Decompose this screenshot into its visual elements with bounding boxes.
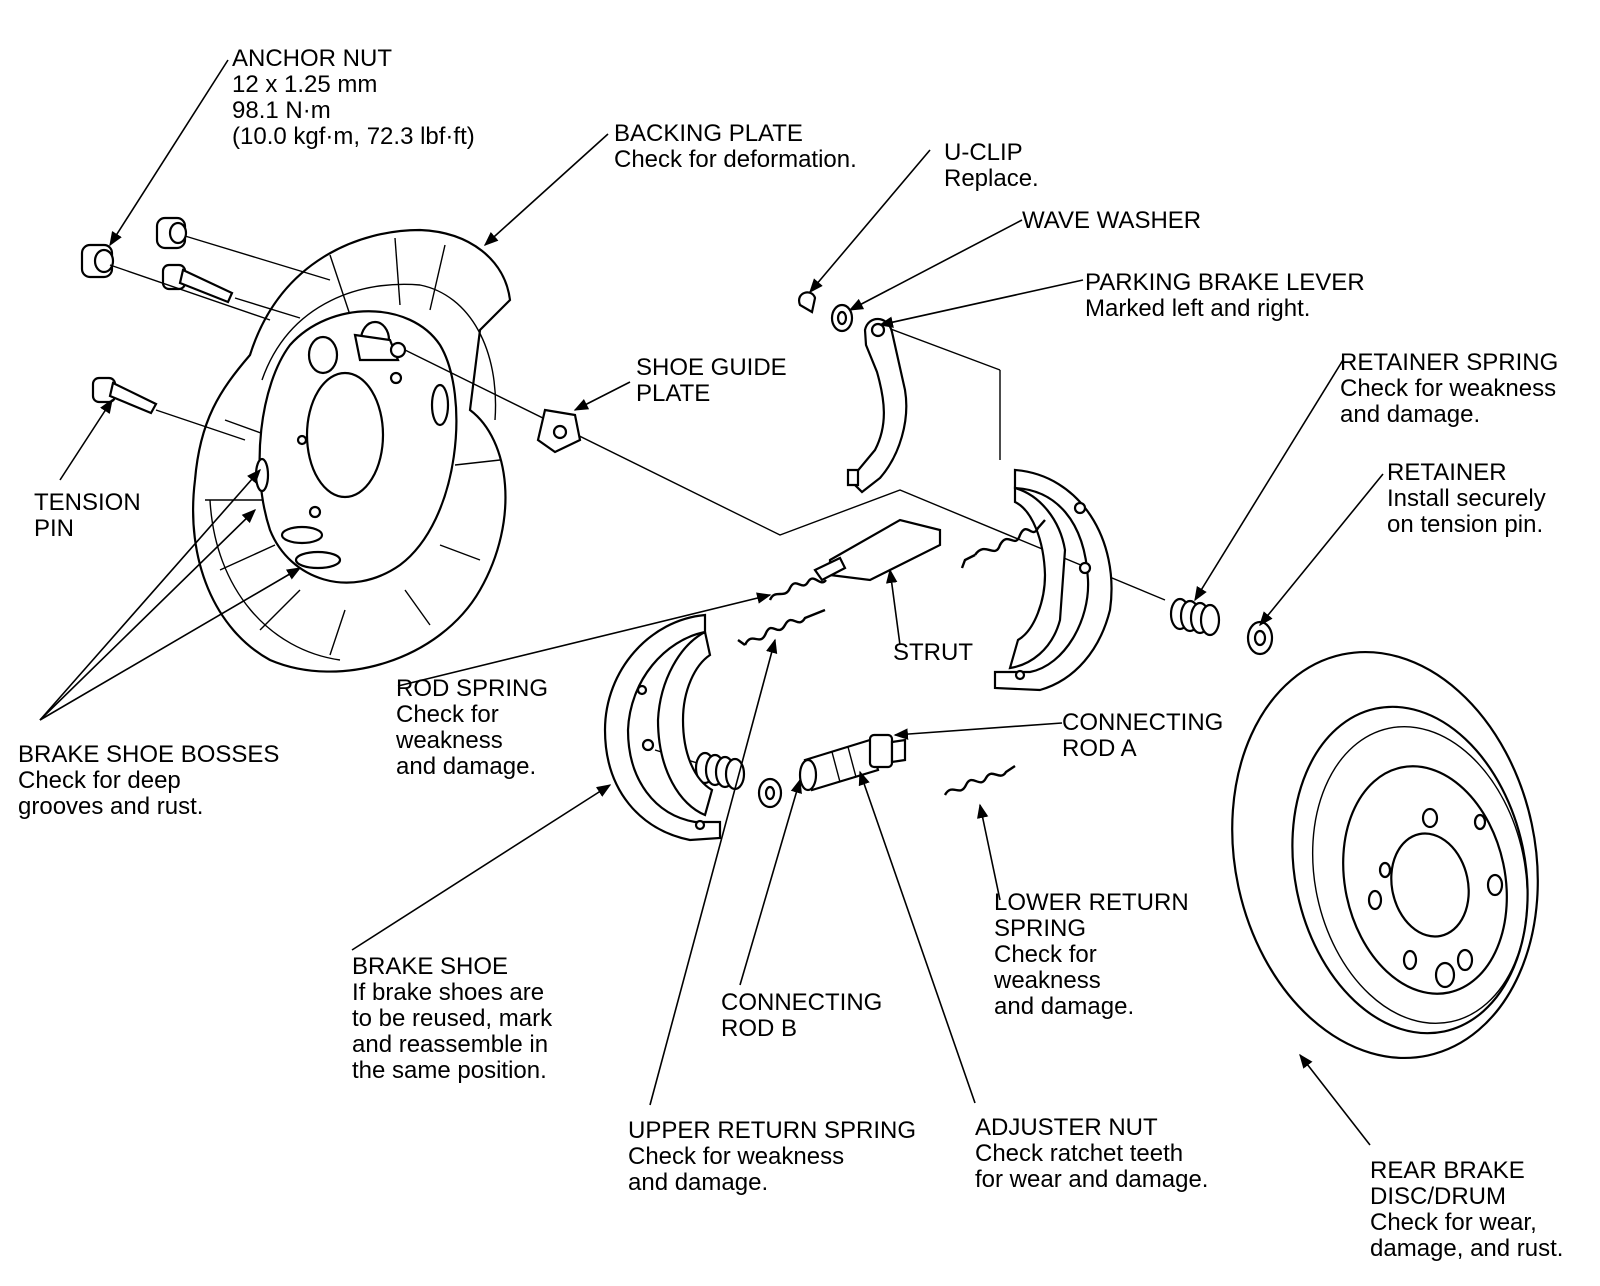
label-adjuster-nut: ADJUSTER NUT Check ratchet teeth for wea… xyxy=(975,1114,1209,1193)
label-rear-brake-disc-drum: REAR BRAKE DISC/DRUM Check for wear, dam… xyxy=(1370,1157,1564,1262)
retainer-spring xyxy=(1169,597,1221,637)
retainer xyxy=(1246,620,1274,656)
backing-plate xyxy=(191,228,512,673)
label-tension-pin: TENSION PIN xyxy=(34,489,141,542)
label-brake-shoe-bosses: BRAKE SHOE BOSSES Check for deep grooves… xyxy=(18,741,280,820)
rear-brake-disc-drum xyxy=(1231,650,1539,1060)
rod-spring xyxy=(768,577,827,601)
upper-nut xyxy=(155,216,188,250)
left-shoe-washer xyxy=(757,777,783,809)
strut xyxy=(813,518,942,582)
label-u-clip: U-CLIP Replace. xyxy=(944,139,1039,192)
label-retainer-spring: RETAINER SPRING Check for weakness and d… xyxy=(1340,349,1559,428)
label-rod-spring: ROD SPRING Check for weakness and damage… xyxy=(396,675,549,780)
adjuster-assembly xyxy=(798,733,907,792)
label-strut: STRUT xyxy=(893,639,973,666)
lower-return-spring xyxy=(943,765,1016,796)
mounting-bolt xyxy=(161,263,234,304)
brake-shoe-left xyxy=(603,613,722,842)
tension-pin xyxy=(91,376,158,415)
anchor-nut xyxy=(80,243,115,279)
parking-brake-lever xyxy=(846,317,908,494)
label-upper-return-spring: UPPER RETURN SPRING Check for weakness a… xyxy=(628,1117,917,1196)
label-anchor-nut: ANCHOR NUT 12 x 1.25 mm 98.1 N·m (10.0 k… xyxy=(232,45,475,150)
spring-upper-right xyxy=(960,519,1046,569)
wave-washer xyxy=(830,303,854,333)
label-parking-brake-lever: PARKING BRAKE LEVER Marked left and righ… xyxy=(1085,269,1365,322)
left-shoe-spring xyxy=(694,751,746,791)
label-shoe-guide-plate: SHOE GUIDE PLATE xyxy=(636,354,787,407)
label-connecting-rod-b: CONNECTING ROD B xyxy=(721,989,883,1042)
label-connecting-rod-a: CONNECTING ROD A xyxy=(1062,709,1224,762)
label-wave-washer: WAVE WASHER xyxy=(1022,207,1202,234)
label-brake-shoe: BRAKE SHOE If brake shoes are to be reus… xyxy=(352,953,553,1084)
label-backing-plate: BACKING PLATE Check for deformation. xyxy=(614,120,857,173)
shoe-guide-plate xyxy=(536,408,582,454)
u-clip xyxy=(798,291,817,314)
upper-return-spring xyxy=(737,608,826,646)
label-lower-return-spring: LOWER RETURN SPRING Check for weakness a… xyxy=(994,889,1189,1020)
brake-shoe-right xyxy=(993,468,1113,692)
label-retainer: RETAINER Install securely on tension pin… xyxy=(1387,459,1546,538)
leader-lines xyxy=(39,59,1384,1146)
